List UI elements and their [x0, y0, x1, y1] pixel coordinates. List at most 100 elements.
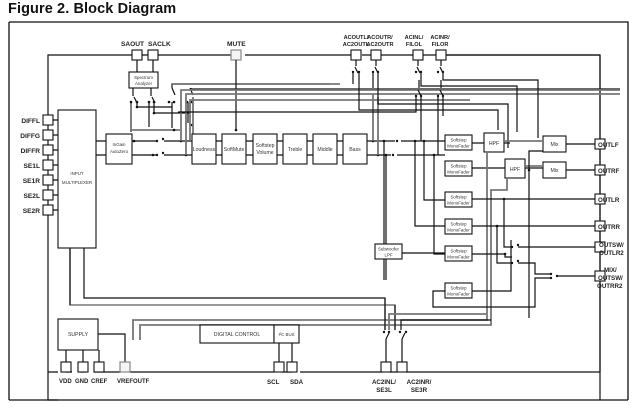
output-wires	[132, 140, 595, 340]
pin-label-saout: SAOUT	[121, 41, 144, 48]
pin-label-outsw-1: OUTSW/	[599, 242, 624, 249]
pin-label-vdd: VDD	[59, 379, 72, 385]
mux-bottom-wire-1	[83, 248, 386, 330]
supply-label: SUPPLY	[68, 332, 89, 338]
spectrum-label-1: Spectrum	[134, 75, 153, 80]
pin-label-mix-2: OUTSW/	[598, 275, 623, 282]
pin-label-outlf: OUTLF	[598, 142, 619, 149]
mux-bottom-wire-2	[69, 248, 396, 330]
pin-label-acinl-2: FILOL	[406, 42, 423, 48]
main-signal-wires	[132, 89, 620, 157]
chain-label-volume: Volume	[256, 150, 273, 156]
pin-label-acoutr-1: ACOUTR/	[367, 35, 393, 41]
pin-saclk	[147, 49, 159, 61]
fader-2-label-2: MonoFader	[447, 170, 470, 175]
middle-block	[312, 133, 338, 165]
fader-4-label-1: Softstep	[450, 222, 467, 227]
pin-label-acinr-1: ACINR/	[430, 35, 450, 41]
hpf-2-label: HPF	[510, 167, 520, 173]
input-mux-label-1: INPUT	[70, 171, 83, 176]
pin-label-diffr: DIFFR	[21, 148, 41, 155]
i2c-wires	[278, 343, 293, 362]
treble-block	[282, 133, 308, 165]
fader-6-label-1: Softstep	[450, 286, 467, 291]
mix-2-label: Mix	[550, 168, 558, 174]
i2c-bus-label: I²C BUS	[278, 332, 294, 337]
mux-to-ingain	[96, 140, 106, 156]
pin-label-outrf: OUTRF	[598, 168, 620, 175]
pin-label-mix-3: OUTRR2	[597, 283, 623, 290]
chain-label-middle: Middle	[317, 147, 332, 153]
chip-border	[8, 21, 629, 401]
spectrum-analyzer-block	[128, 71, 159, 89]
chain-label-bass: Bass	[349, 147, 361, 153]
hpf-1-label: HPF	[489, 141, 499, 147]
subwoofer-lpf-block	[374, 243, 403, 260]
pin-label-outsw-2: OUTLR2	[599, 250, 624, 257]
pin-label-acoutr-2: AC2OUTR	[366, 42, 393, 48]
pin-label-scl: SCL	[267, 379, 280, 386]
pin-label-outrr: OUTRR	[598, 224, 621, 231]
ingain-label-1: InGain	[113, 142, 126, 147]
softmute-block	[221, 133, 247, 165]
left-pins	[42, 114, 58, 216]
pin-label-sda: SDA	[290, 379, 304, 386]
chain-label-softstep: Softstep	[255, 143, 274, 149]
pin-label-mute: MUTE	[227, 41, 246, 48]
supply-wires	[65, 333, 126, 362]
figure-title: Figure 2. Block Diagram	[8, 1, 177, 17]
pin-label-gnd: GND	[75, 379, 89, 385]
pin-label-se1l: SE1L	[24, 163, 41, 170]
pin-label-acoutl-2: AC2OUTL	[343, 42, 370, 48]
chain-label-treble: Treble	[288, 147, 303, 153]
sa-switch-network	[129, 83, 620, 132]
pin-label-ac2inr-2: SE3R	[411, 387, 428, 394]
ingain-autozero-block	[105, 133, 133, 165]
fader-blocks	[444, 134, 473, 299]
pin-label-ac2inl-2: SE3L	[376, 387, 392, 394]
i2c-bus-block	[273, 324, 300, 344]
pin-label-cref: CREF	[91, 379, 108, 385]
subwoofer-label-2: LPF	[384, 253, 392, 258]
pin-label-acinl-1: ACINL/	[405, 35, 424, 41]
bass-block	[342, 133, 368, 165]
supply-pins	[60, 361, 131, 373]
chain-label-loudness: Loudness	[193, 147, 216, 153]
pin-label-se2r: SE2R	[23, 208, 40, 215]
fader-1-label-2: MonoFader	[447, 144, 470, 149]
pin-scl	[273, 361, 285, 373]
top-ring-wire	[47, 54, 601, 400]
pin-label-saclk: SACLK	[148, 41, 171, 48]
pin-label-diffg: DIFFG	[20, 133, 40, 140]
pin-label-acoutl-1: ACOUTL/	[344, 35, 369, 41]
spectrum-label-2: Analyzer	[135, 81, 153, 86]
pin-label-se2l: SE2L	[24, 193, 41, 200]
digital-control-label: DIGITAL CONTROL	[214, 332, 261, 338]
pin-label-se1r: SE1R	[23, 178, 40, 185]
ac2-switch-network	[380, 298, 491, 373]
pin-label-ac2inr-1: AC2INR/	[407, 379, 432, 386]
input-mux-label-2: MULTIPLEXER	[62, 180, 92, 185]
fader-3-label-1: Softstep	[450, 195, 467, 200]
fader-2-label-1: Softstep	[450, 164, 467, 169]
pin-label-acinr-2: FILOR	[432, 42, 449, 48]
mute-junction	[234, 128, 238, 132]
fader-5-label-1: Softstep	[450, 249, 467, 254]
chain-label-softmute: SoftMute	[224, 147, 245, 153]
ingain-label-2: AutoZero	[110, 149, 129, 154]
fader-4-label-2: MonoFader	[447, 228, 470, 233]
pin-label-mix-1: MIX/	[604, 267, 617, 274]
pin-label-vrefoutf: VREFOUTF	[117, 379, 150, 385]
fader-6-label-2: MonoFader	[447, 292, 470, 297]
pin-saout	[131, 49, 143, 61]
subwoofer-label-1: Subwoofer	[378, 247, 400, 252]
processing-chain	[191, 133, 368, 165]
supply-block	[57, 318, 99, 351]
pin-mute	[230, 49, 242, 61]
softstep-volume-block	[252, 133, 278, 165]
pin-label-outlr: OUTLR	[598, 197, 620, 204]
pin-sda	[286, 361, 298, 373]
sa-wires	[136, 60, 154, 72]
mix-1-label: Mix	[550, 142, 558, 148]
